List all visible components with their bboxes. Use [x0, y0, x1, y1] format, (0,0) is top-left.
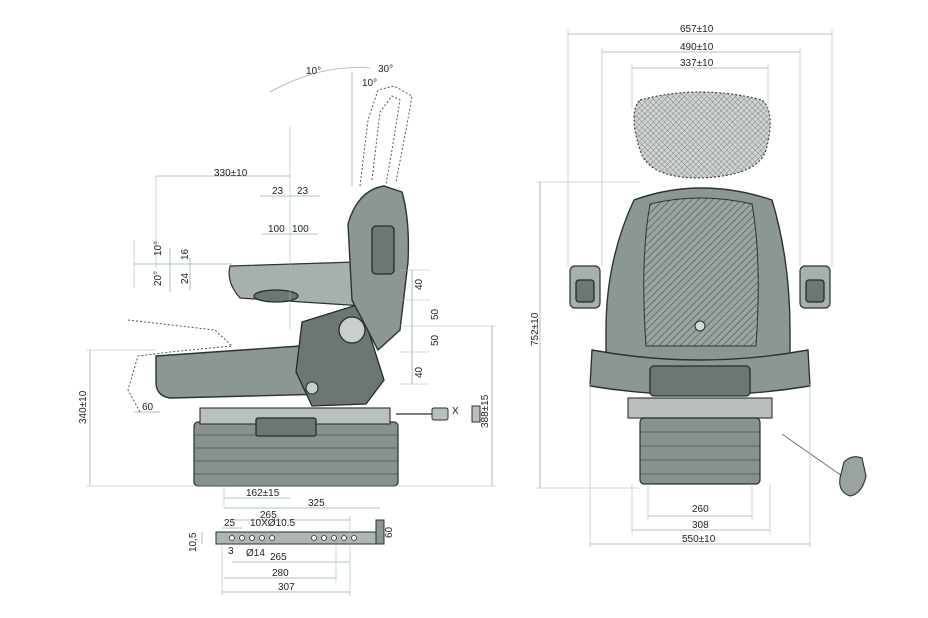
angle-label-20: 20° [153, 271, 164, 286]
dim-40-top: 40 [414, 278, 425, 290]
dim-23-left: 23 [272, 186, 284, 197]
front-knob-leader [781, 433, 843, 477]
front-base-plate [627, 397, 773, 419]
front-dimensions [536, 30, 833, 548]
side-suspension-bellows [193, 407, 399, 487]
dim-307: 307 [278, 582, 295, 593]
side-lumbar-knob [338, 316, 366, 344]
dim-308: 308 [692, 520, 709, 531]
side-view: 10° 30° 10° 10° 20° 330±10 23 23 100 100… [78, 64, 496, 506]
dim-752: 752±10 [530, 312, 541, 346]
front-adjust-knob [839, 456, 867, 497]
dim-280: 280 [272, 568, 289, 579]
dim-100-left: 100 [268, 224, 285, 235]
front-suspension-bellows [639, 417, 761, 485]
side-backrest-controls [371, 225, 395, 275]
dim-325: 325 [308, 498, 325, 509]
dim-657: 657±10 [680, 24, 714, 35]
dim-388: 388±15 [480, 394, 491, 428]
front-armrest-right [799, 265, 831, 309]
dim-162: 162±15 [246, 488, 280, 499]
side-connector-plug [471, 405, 481, 423]
dim-337: 337±10 [680, 58, 714, 69]
rail-view: 325 265 25 10XØ10.5 10,5 3 Ø14 265 280 3… [188, 498, 395, 596]
side-pivot [305, 381, 319, 395]
dim-340: 340±10 [78, 390, 89, 424]
dim-265-bottom: 265 [270, 552, 287, 563]
dim-50-bottom: 50 [430, 334, 441, 346]
side-connector [431, 407, 449, 421]
angle-label-10-left: 10° [306, 66, 321, 77]
side-cushion-forward-outline [127, 319, 234, 413]
side-armrest-pad [253, 289, 299, 303]
dim-330: 330±10 [214, 168, 248, 179]
dim-60-rail: 60 [384, 526, 395, 538]
angle-label-30: 30° [378, 64, 393, 75]
angle-label-10-right: 10° [362, 78, 377, 89]
rail-end [375, 519, 385, 545]
dim-50-top: 50 [430, 308, 441, 320]
rail-dimensions [201, 507, 380, 596]
dim-holes: 10XØ10.5 [250, 518, 295, 529]
angle-label-10-side: 10° [153, 241, 164, 256]
dim-490: 490±10 [680, 42, 714, 53]
rail-holes [229, 535, 357, 541]
front-view: 657±10 490±10 337±10 752±10 260 308 550±… [530, 24, 867, 548]
dim-550: 550±10 [682, 534, 716, 545]
dim-23-right: 23 [297, 186, 309, 197]
front-lumbar-knob [694, 320, 706, 332]
front-backrest-center [643, 197, 759, 347]
dim-60-side: 60 [142, 402, 154, 413]
dim-40-bottom: 40 [414, 366, 425, 378]
dim-3: 3 [228, 546, 234, 557]
side-headrest-outline [359, 85, 413, 187]
dim-16: 16 [180, 248, 191, 260]
dim-10-5: 10,5 [188, 532, 199, 552]
dim-265-top: 265 [260, 510, 277, 521]
dim-100-right: 100 [292, 224, 309, 235]
front-armrest-left [569, 265, 601, 309]
dim-260-front: 260 [692, 504, 709, 515]
dim-d14: Ø14 [246, 548, 265, 559]
dim-24: 24 [180, 272, 191, 284]
front-seat-bracket [649, 365, 751, 397]
side-dimensions [86, 67, 496, 506]
label-x: X [452, 406, 459, 417]
front-headrest [633, 91, 771, 179]
dim-25: 25 [224, 518, 236, 529]
